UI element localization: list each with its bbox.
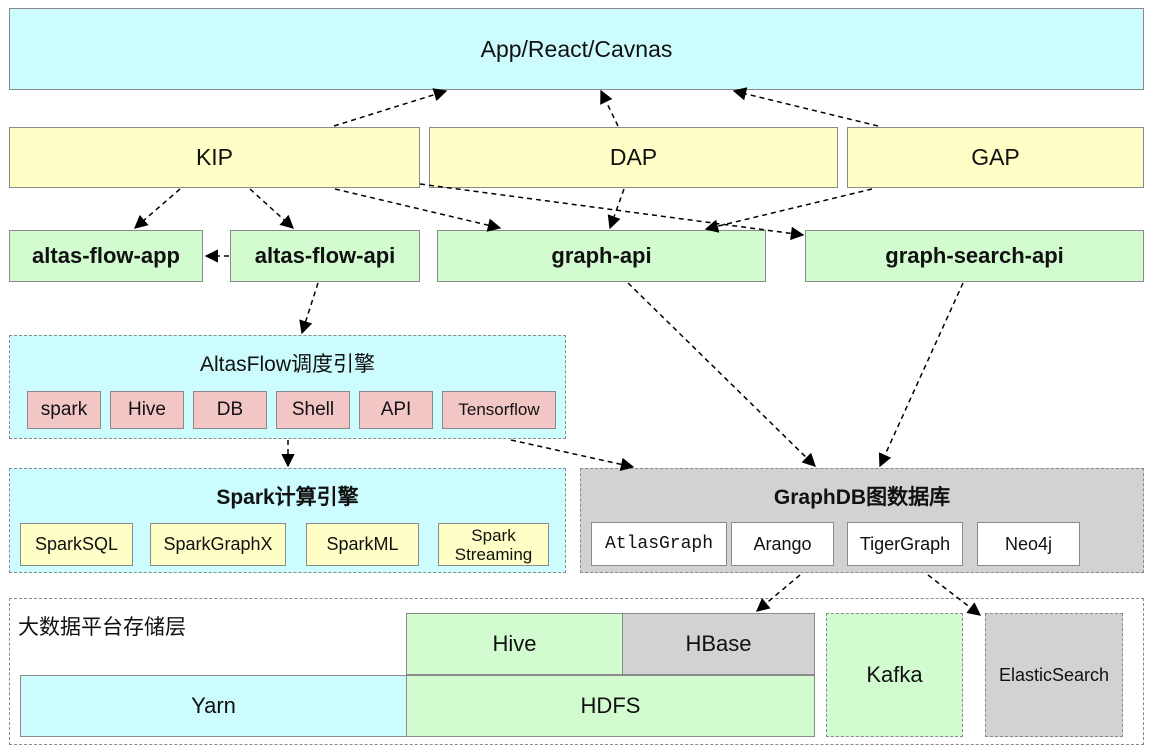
graphdb-title: GraphDB图数据库 (773, 486, 951, 509)
arrow-kip-to-graph-search-api (419, 183, 805, 241)
altas-flow-app-box: altas-flow-app (9, 230, 203, 282)
graphdb-item-neo4j: Neo4j (977, 522, 1080, 566)
storage-hbase-box: HBase (622, 613, 815, 675)
storage-kafka-box: Kafka (826, 613, 963, 737)
altasflow-item-label: API (380, 399, 412, 420)
app-react-canvas-label: App/React/Cavnas (480, 35, 673, 62)
altasflow-item-label: DB (216, 399, 244, 420)
altasflow-item-label: Hive (127, 399, 166, 420)
graph-search-api-label: graph-search-api (885, 243, 1064, 268)
storage-elasticsearch-box: ElasticSearch (985, 613, 1123, 737)
storage-yarn-label: Yarn (191, 693, 236, 718)
altasflow-item-label: spark (40, 399, 88, 420)
kip-box: KIP (9, 127, 420, 188)
arrow-dap-to-graph-api (607, 188, 625, 230)
arrow-kip-to-flow-app (133, 188, 181, 229)
graphdb-item-atlasgraph: AtlasGraph (591, 522, 727, 566)
spark-item-sparksql: SparkSQL (20, 523, 133, 566)
altas-flow-api-box: altas-flow-api (230, 230, 420, 282)
storage-kafka-label: Kafka (866, 662, 923, 687)
graphdb-item-arango: Arango (731, 522, 834, 566)
altas-flow-api-label: altas-flow-api (254, 243, 396, 268)
arrow-kip-to-flow-api (249, 188, 294, 229)
graphdb-item-label: TigerGraph (859, 533, 951, 554)
spark-item-sparkgraphx: SparkGraphX (150, 523, 286, 566)
storage-hive-label: Hive (492, 631, 537, 656)
altasflow-item-shell: Shell (276, 391, 350, 429)
spark-item-label: SparkML (326, 534, 399, 554)
gap-box: GAP (847, 127, 1144, 188)
spark-item-label: Spark Streaming (454, 525, 533, 564)
altasflow-engine-title: AltasFlow调度引擎 (199, 353, 376, 376)
arrow-graph-api-to-graphdb (627, 282, 816, 467)
graph-search-api-box: graph-search-api (805, 230, 1144, 282)
altasflow-item-db: DB (193, 391, 267, 429)
app-react-canvas-box: App/React/Cavnas (9, 8, 1144, 90)
altasflow-item-api: API (359, 391, 433, 429)
graphdb-item-label: Arango (753, 533, 812, 554)
dap-label: DAP (609, 144, 658, 170)
storage-hdfs-label: HDFS (580, 693, 641, 718)
storage-title: 大数据平台存储层 (18, 616, 186, 639)
storage-hdfs-box: HDFS (406, 675, 815, 737)
kip-label: KIP (195, 144, 234, 170)
graph-api-label: graph-api (551, 243, 652, 268)
altas-flow-app-label: altas-flow-app (32, 243, 180, 268)
spark-item-label: SparkSQL (34, 534, 119, 554)
storage-elasticsearch-label: ElasticSearch (998, 664, 1110, 685)
spark-item-label: SparkGraphX (163, 534, 273, 554)
arrow-altasflow-to-graphdb (510, 439, 635, 471)
dap-box: DAP (429, 127, 838, 188)
storage-hbase-label: HBase (685, 631, 752, 656)
altasflow-item-spark: spark (27, 391, 101, 429)
arrow-gap-to-graph-api (704, 188, 873, 233)
gap-label: GAP (971, 144, 1020, 170)
altasflow-item-hive: Hive (110, 391, 184, 429)
spark-engine-title: Spark计算引擎 (216, 486, 359, 509)
altasflow-item-tensorflow: Tensorflow (442, 391, 556, 429)
altasflow-item-label: Shell (291, 399, 335, 420)
storage-hive-box: Hive (406, 613, 623, 675)
arrow-kip-to-graph-api (334, 188, 502, 232)
spark-item-sparkstreaming: Spark Streaming (438, 523, 549, 566)
arrow-graph-search-api-to-graphdb (878, 282, 964, 468)
graph-api-box: graph-api (437, 230, 766, 282)
arrow-gap-to-app (732, 87, 879, 127)
graphdb-item-tigergraph: TigerGraph (847, 522, 963, 566)
arrow-flow-api-to-altasflow (299, 282, 319, 335)
storage-yarn-box: Yarn (20, 675, 407, 737)
arrow-kip-to-app (333, 88, 448, 127)
altasflow-item-label: Tensorflow (458, 400, 540, 419)
graphdb-item-label: AtlasGraph (604, 534, 714, 554)
graphdb-item-label: Neo4j (1004, 533, 1053, 554)
spark-item-sparkml: SparkML (306, 523, 419, 566)
arrow-dap-to-app (600, 89, 619, 127)
